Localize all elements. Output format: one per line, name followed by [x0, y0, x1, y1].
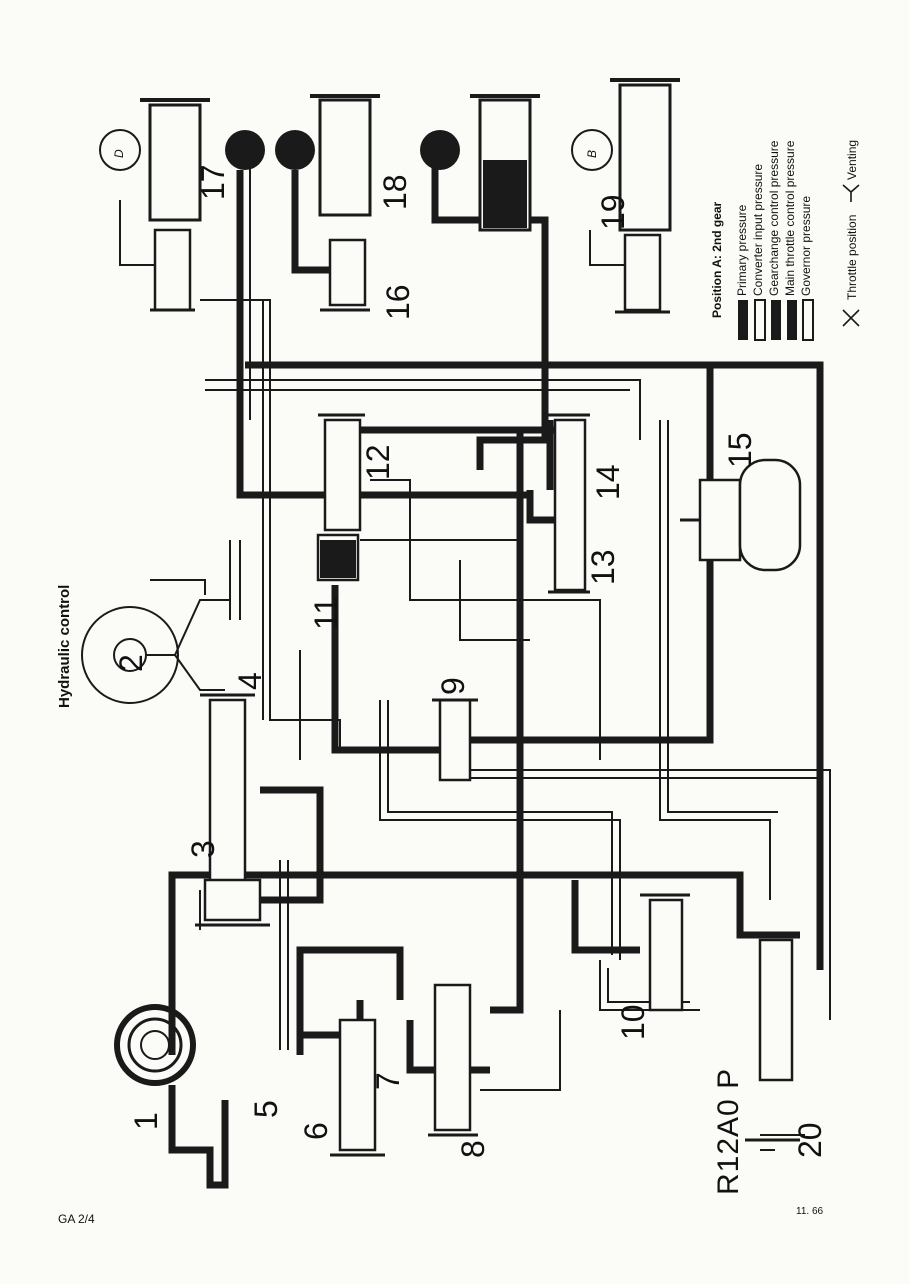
cylinder-19	[618, 83, 672, 232]
gauges	[99, 129, 613, 171]
label-14: 14	[590, 464, 626, 500]
valve-17	[153, 228, 192, 312]
valve-10	[648, 898, 684, 1012]
label-1: 1	[128, 1112, 164, 1130]
cylinder-18	[318, 98, 372, 217]
selector-valve-20	[758, 938, 794, 1082]
legend-throttle-position: Throttle position	[845, 214, 859, 300]
accumulator-ball-1	[225, 130, 265, 170]
swatch-primary	[738, 300, 748, 340]
valve-end-caps	[150, 308, 800, 1157]
label-15: 15	[722, 432, 758, 468]
label-19: 19	[595, 194, 631, 230]
label-9: 9	[435, 677, 471, 695]
label-13: 13	[585, 549, 621, 585]
label-6: 6	[298, 1122, 334, 1140]
valve-19	[623, 233, 662, 312]
label-20: 20	[792, 1122, 828, 1158]
label-16: 16	[380, 284, 416, 320]
venting-symbol-icon	[842, 184, 860, 202]
accumulator-ball-3	[420, 130, 460, 170]
label-10: 10	[615, 1004, 651, 1040]
pump-1	[114, 1004, 196, 1086]
label-11: 11	[308, 596, 344, 630]
throttle-symbol-icon	[842, 309, 860, 327]
swatch-converter	[754, 299, 766, 341]
legend-heading: Position A: 2nd gear	[710, 201, 724, 318]
gauge-b-label: B	[585, 149, 599, 158]
valves	[153, 228, 802, 1152]
label-7: 7	[370, 1072, 406, 1090]
legend-gearchange: Gearchange control pressure	[767, 140, 781, 296]
governor-lines	[119, 140, 831, 1091]
valve-5-6	[338, 1018, 377, 1152]
legend-governor: Governor pressure	[799, 195, 813, 296]
valve-11-fill	[320, 540, 356, 578]
swatch-gearchange	[771, 300, 781, 340]
selector-ticks	[760, 1134, 805, 1151]
cylinder-fill	[483, 160, 527, 228]
valve-12	[323, 418, 362, 532]
valve-3-4	[208, 698, 247, 912]
label-4: 4	[232, 672, 268, 690]
converter-2	[81, 540, 241, 704]
valve-16	[328, 238, 367, 307]
diagram-title: Hydraulic control	[56, 584, 73, 708]
valve-9	[438, 698, 472, 782]
governor-valve	[698, 478, 742, 562]
valve-14-13	[553, 418, 587, 592]
gauge-d-label: D	[112, 149, 126, 158]
swatch-governor	[802, 299, 814, 341]
legend-swatches	[738, 299, 814, 341]
valve-7-8	[433, 983, 472, 1132]
pump-outlet	[168, 1085, 229, 1189]
selector-positions: R12A0 P	[712, 1067, 745, 1195]
label-5: 5	[248, 1100, 284, 1118]
label-12: 12	[360, 444, 396, 480]
footer-sheet: GA 2/4	[58, 1212, 95, 1226]
label-3: 3	[185, 840, 221, 858]
legend-converter: Converter input pressure	[751, 163, 765, 296]
legend-primary: Primary pressure	[735, 204, 749, 296]
footer-date: 11. 66	[796, 1206, 824, 1217]
cylinder-17	[148, 103, 202, 222]
label-18: 18	[377, 174, 413, 210]
label-2: 2	[113, 654, 149, 672]
legend-venting: Venting	[845, 139, 859, 180]
primary-pressure-lines	[168, 150, 824, 1074]
gauge-d	[99, 129, 141, 171]
legend-throttle: Main throttle control pressure	[783, 140, 797, 296]
cylinder-caps	[140, 78, 680, 102]
legend-symbols	[842, 184, 860, 327]
governor-15-housing	[738, 458, 802, 572]
swatch-throttle	[787, 300, 797, 340]
label-17: 17	[195, 164, 231, 200]
valve-3-base	[203, 878, 262, 922]
accumulator-ball-2	[275, 130, 315, 170]
label-8: 8	[455, 1140, 491, 1158]
gauge-b	[571, 129, 613, 171]
